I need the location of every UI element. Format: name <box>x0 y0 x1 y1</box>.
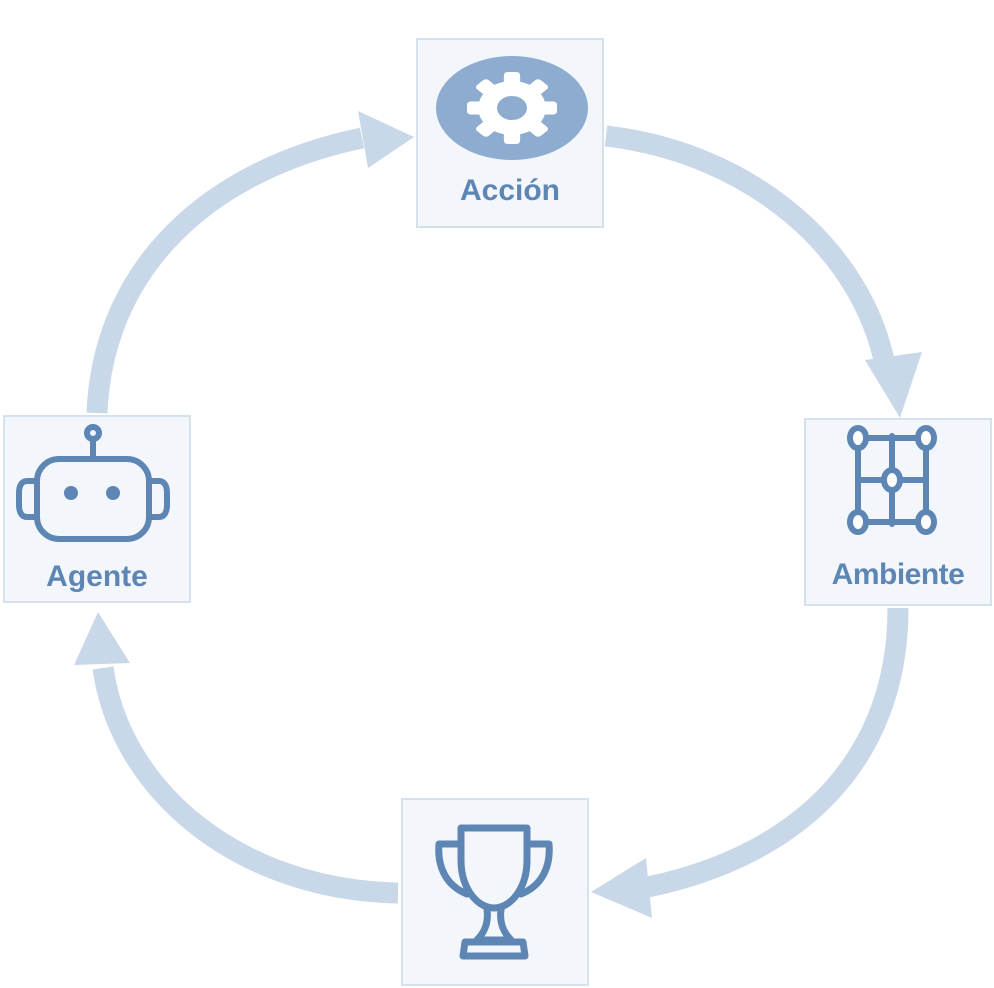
node-agente: Agente <box>3 415 191 603</box>
grid-network-icon <box>847 425 937 535</box>
arrow-accion-to-ambiente <box>604 125 896 368</box>
arrowhead-recompensa <box>591 858 652 918</box>
node-accion: Acción <box>416 38 604 228</box>
arrow-recompensa-to-agente <box>92 666 399 904</box>
node-label-accion: Acción <box>459 174 561 207</box>
arrow-ambiente-to-recompensa <box>645 607 909 898</box>
node-recompensa <box>401 798 589 986</box>
trophy-icon <box>435 824 553 960</box>
arrow-agente-to-accion <box>86 127 365 414</box>
node-ambiente: Ambiente <box>804 418 992 606</box>
gear-icon <box>436 56 588 160</box>
arrowhead-accion <box>358 111 414 168</box>
arrowhead-ambiente <box>865 352 922 418</box>
node-label-ambiente: Ambiente <box>831 558 965 591</box>
arrowhead-agente <box>74 612 130 665</box>
robot-icon <box>16 424 170 542</box>
node-label-agente: Agente <box>46 560 148 593</box>
